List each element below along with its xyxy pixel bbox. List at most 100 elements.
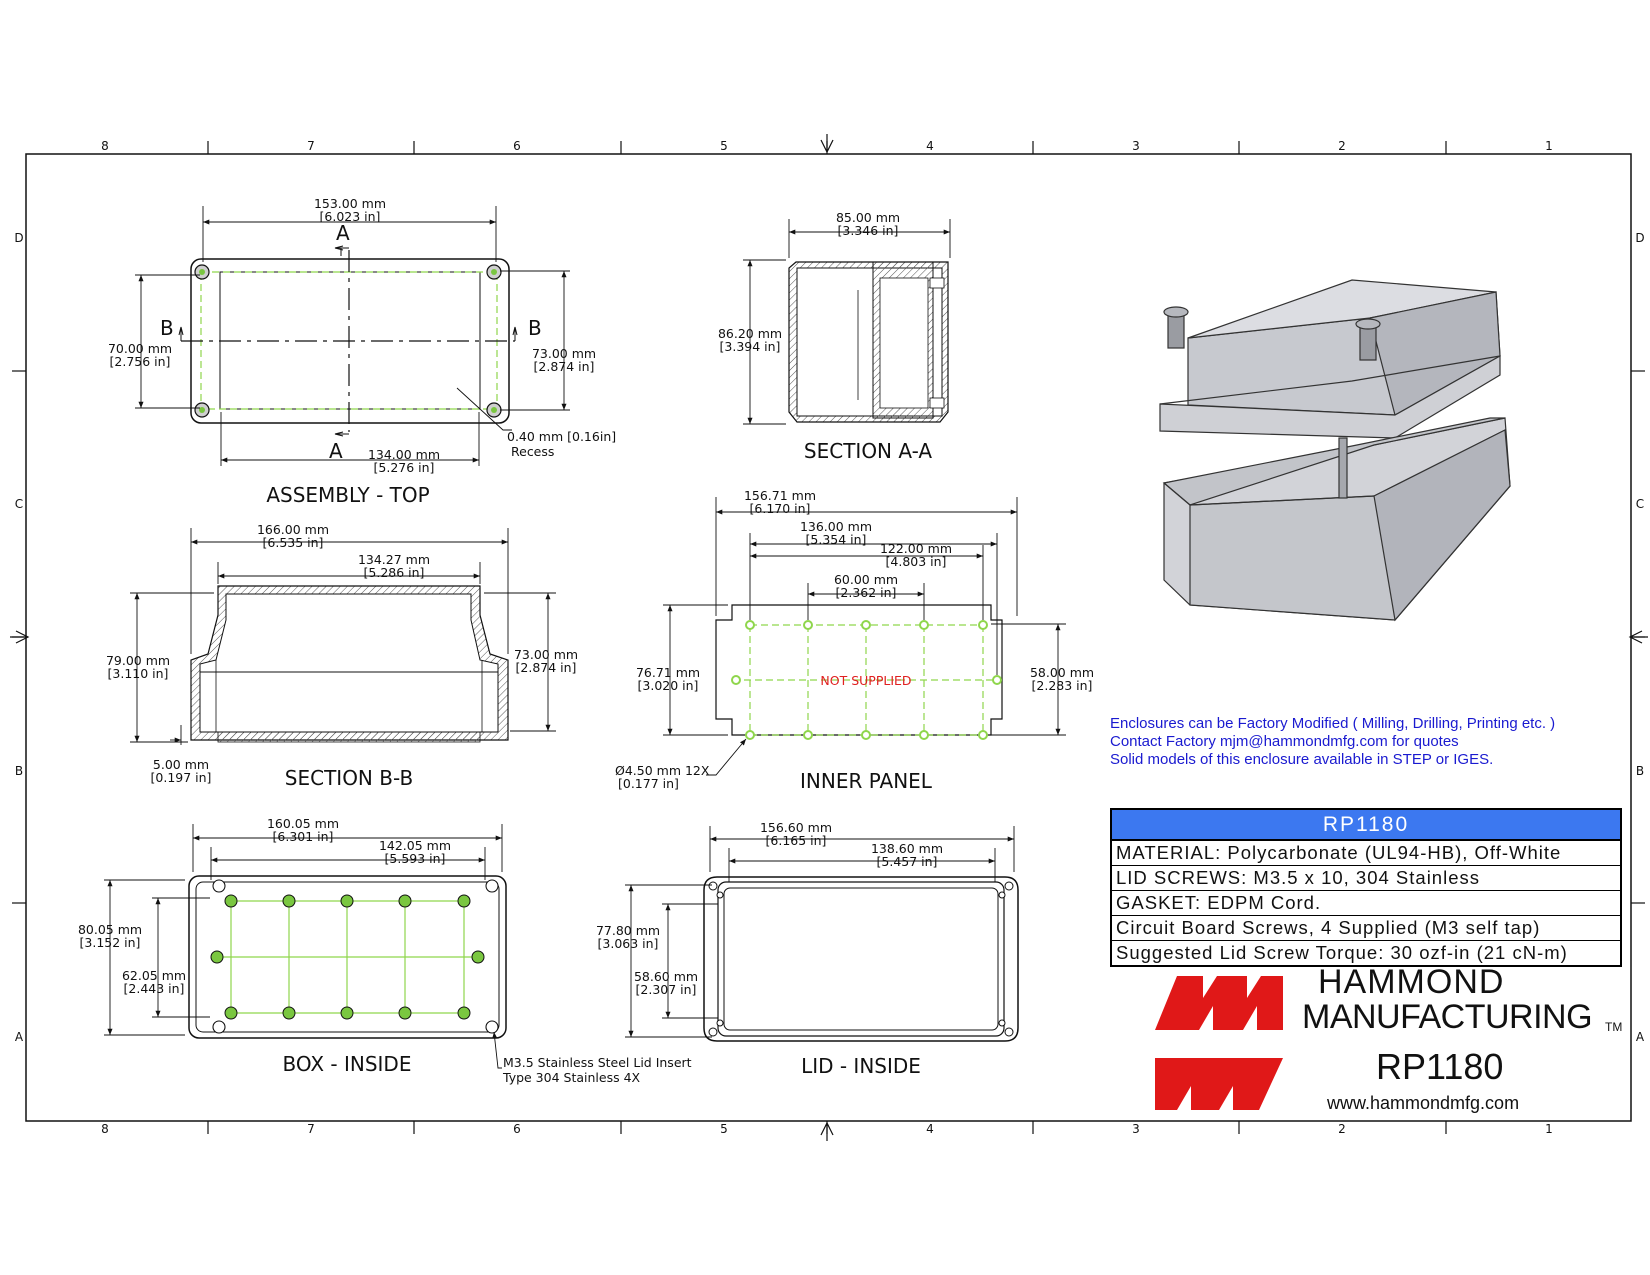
view-title: INNER PANEL (800, 769, 933, 793)
dim-label: 122.00 mm (880, 541, 952, 556)
dim-label: 138.60 mm (871, 841, 943, 856)
zone-label: 5 (720, 1122, 728, 1136)
zone-label: A (15, 1030, 24, 1044)
website-link[interactable]: www.hammondmfg.com (1327, 1093, 1520, 1113)
dim-label: [5.354 in] (806, 532, 867, 547)
inner-panel-view: NOT SUPPLIED 156.71 mm [6.170 in] 136.00… (615, 488, 1094, 793)
dim-label: [6.023 in] (320, 209, 381, 224)
zone-label: 2 (1338, 1122, 1346, 1136)
dim-label: 156.71 mm (744, 488, 816, 503)
dim-label: 153.00 mm (314, 196, 386, 211)
box-inside-view: 160.05 mm [6.301 in] 142.05 mm [5.593 in… (78, 816, 692, 1085)
zone-label: 5 (720, 139, 728, 153)
dim-label: [5.286 in] (364, 565, 425, 580)
factory-info: Enclosures can be Factory Modified ( Mil… (1110, 715, 1650, 769)
dim-label: Ø4.50 mm 12X (615, 763, 710, 778)
zone-label: 8 (101, 1122, 109, 1136)
brand-name-line2: MANUFACTURING (1302, 998, 1593, 1036)
dim-label: [5.593 in] (385, 851, 446, 866)
dim-label: 79.00 mm (106, 653, 170, 668)
dim-label: 134.00 mm (368, 447, 440, 462)
dim-label: [6.165 in] (766, 833, 827, 848)
dim-label: [3.110 in] (108, 666, 169, 681)
view-title: LID - INSIDE (801, 1054, 921, 1078)
zone-label: 8 (101, 139, 109, 153)
info-line: Enclosures can be Factory Modified ( Mil… (1110, 715, 1556, 732)
zone-label: D (1635, 231, 1644, 245)
dim-label: 76.71 mm (636, 665, 700, 680)
dim-label: 73.00 mm (514, 647, 578, 662)
dim-label: 85.00 mm (836, 210, 900, 225)
zone-label: B (1636, 764, 1644, 778)
enclosure-3d-render (1159, 279, 1511, 622)
dim-label: 60.00 mm (834, 572, 898, 587)
dim-label: 62.05 mm (122, 968, 186, 983)
dim-label: 5.00 mm (153, 757, 209, 772)
dim-label: [0.197 in] (151, 770, 212, 785)
insert-note: Type 304 Stainless 4X (502, 1070, 641, 1085)
zone-labels-side: D C B A D C B A (14, 231, 1645, 1044)
dim-label: [3.152 in] (80, 935, 141, 950)
zone-label: 2 (1338, 139, 1346, 153)
spec-table-header: RP1180 (1112, 810, 1620, 841)
zone-labels-top: 8 7 6 5 4 3 2 1 (101, 139, 1553, 153)
trademark-mark: TM (1605, 1020, 1623, 1034)
part-number: RP1180 (1376, 1046, 1504, 1087)
dim-label: [2.362 in] (836, 585, 897, 600)
section-marker-a: A (329, 439, 343, 463)
spec-row-gasket: GASKET: EDPM Cord. (1112, 891, 1620, 916)
border-frame (10, 134, 1648, 1141)
dim-label: 136.00 mm (800, 519, 872, 534)
spec-row-pcb-screws: Circuit Board Screws, 4 Supplied (M3 sel… (1112, 916, 1620, 941)
dim-label: [3.394 in] (720, 339, 781, 354)
dim-label: 80.05 mm (78, 922, 142, 937)
view-title: BOX - INSIDE (283, 1052, 412, 1076)
dim-label: 166.00 mm (257, 522, 329, 537)
dim-label: 134.27 mm (358, 552, 430, 567)
assembly-top-view: A A B B 153.00 mm [6.023 in] 70.00 mm [2… (108, 196, 616, 507)
dim-label: [5.276 in] (374, 460, 435, 475)
section-aa-view: 85.00 mm [3.346 in] 86.20 mm [3.394 in] … (718, 210, 951, 463)
zone-label: 4 (926, 139, 934, 153)
zone-label: 1 (1545, 1122, 1553, 1136)
dim-label: 86.20 mm (718, 326, 782, 341)
zone-label: 3 (1132, 1122, 1140, 1136)
section-marker-b: B (528, 316, 542, 340)
info-line: Solid models of this enclosure available… (1110, 751, 1494, 768)
dim-label: [2.756 in] (110, 354, 171, 369)
dim-label: [0.177 in] (618, 776, 679, 791)
dim-label: [2.283 in] (1032, 678, 1093, 693)
dim-label: 58.60 mm (634, 969, 698, 984)
dim-label: [4.803 in] (886, 554, 947, 569)
dim-label: 70.00 mm (108, 341, 172, 356)
section-bb-view: 166.00 mm [6.535 in] 134.27 mm [5.286 in… (106, 522, 578, 790)
dim-label: [2.307 in] (636, 982, 697, 997)
dim-label: 58.00 mm (1030, 665, 1094, 680)
section-marker-b: B (160, 316, 174, 340)
dim-label: [6.301 in] (273, 829, 334, 844)
view-title: SECTION A-A (804, 439, 932, 463)
dim-label: 156.60 mm (760, 820, 832, 835)
zone-label: 7 (307, 139, 315, 153)
lid-inside-view: 156.60 mm [6.165 in] 138.60 mm [5.457 in… (596, 820, 1019, 1078)
dim-label: 77.80 mm (596, 923, 660, 938)
dim-label: [2.443 in] (124, 981, 185, 996)
zone-labels-bottom: 8 7 6 5 4 3 2 1 (101, 1122, 1553, 1136)
dim-label: 73.00 mm (532, 346, 596, 361)
zone-label: A (1636, 1030, 1645, 1044)
dim-label: [2.874 in] (516, 660, 577, 675)
zone-label: 1 (1545, 139, 1553, 153)
zone-label: 3 (1132, 139, 1140, 153)
recess-label: Recess (511, 444, 554, 459)
not-supplied-note: NOT SUPPLIED (820, 673, 911, 688)
zone-label: C (15, 497, 23, 511)
spec-row-torque: Suggested Lid Screw Torque: 30 ozf-in (2… (1116, 942, 1568, 963)
dim-label: [6.170 in] (750, 501, 811, 516)
dim-label: [2.874 in] (534, 359, 595, 374)
dim-label: [3.063 in] (598, 936, 659, 951)
insert-note: M3.5 Stainless Steel Lid Insert (503, 1055, 692, 1070)
dim-label: [6.535 in] (263, 535, 324, 550)
zone-label: 7 (307, 1122, 315, 1136)
view-title: SECTION B-B (285, 766, 413, 790)
